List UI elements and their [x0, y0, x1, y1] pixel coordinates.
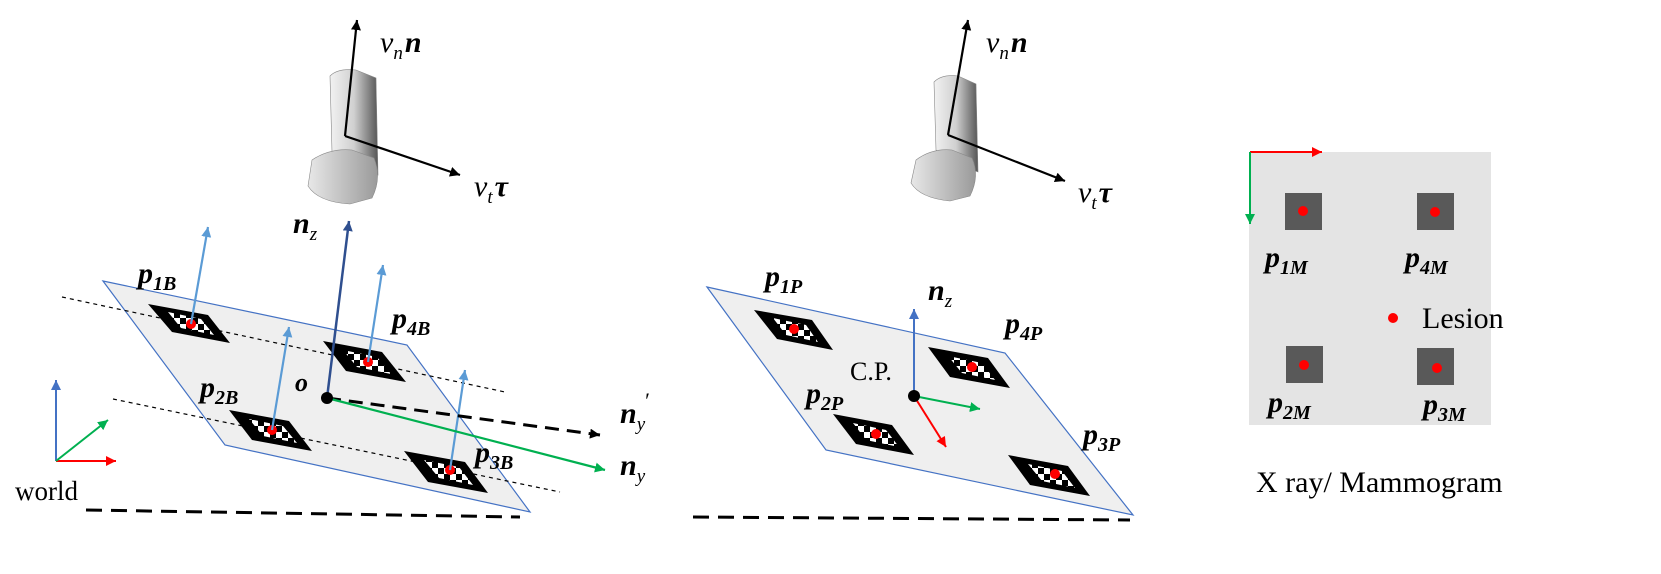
ny-prime-arrow: [326, 396, 601, 439]
marker-dot: [1050, 469, 1060, 479]
middle-panel: vnn vtτ nz C.P. p1P p2P p3P p4P: [692, 19, 1135, 522]
normal-arrow-4b: [366, 264, 387, 363]
label-p4p: p4P: [1002, 307, 1043, 345]
label-nz: nz: [928, 274, 953, 312]
marker-dot: [1430, 207, 1440, 217]
marker-dot: [1298, 206, 1308, 216]
velocity-tangent-arrow: [947, 133, 1066, 183]
marker-dot: [967, 362, 977, 372]
label-origin: o: [295, 368, 308, 397]
label-p2b: p2B: [197, 371, 238, 409]
label-velocity-normal: vnn: [380, 26, 422, 64]
nz-arrow: [325, 220, 353, 399]
guide-line-upper: [61, 296, 506, 393]
fiducial-marker-1p: [754, 310, 833, 350]
label-world: world: [15, 476, 78, 506]
label-p2p: p2P: [803, 377, 844, 415]
label-cp: C.P.: [850, 357, 892, 386]
label-p1m: p1M: [1262, 241, 1309, 279]
label-p4b: p4B: [389, 302, 430, 340]
label-p1b: p1B: [135, 257, 176, 295]
origin-point: [321, 392, 333, 404]
label-velocity-tangent: vtτ: [1078, 176, 1114, 214]
probe-left: [307, 69, 379, 205]
velocity-tangent-arrow: [344, 134, 461, 177]
label-ny-prime: ny′: [620, 388, 650, 435]
velocity-normal-arrow: [946, 19, 972, 136]
label-p3m: p3M: [1420, 388, 1467, 426]
fiducial-marker-2p: [833, 414, 914, 455]
label-p3p: p3P: [1080, 418, 1121, 456]
right-panel: Lesion p1M p2M p3M p4M X ray/ Mammogram: [1245, 147, 1504, 499]
fiducial-marker-3p: [1008, 455, 1090, 496]
mammogram-marker-1m: [1285, 193, 1322, 230]
marker-dot: [1432, 363, 1442, 373]
normal-arrow-3b: [448, 369, 469, 471]
label-velocity-normal: vnn: [986, 26, 1028, 64]
world-y-axis: [55, 419, 109, 462]
marker-dot: [789, 324, 799, 334]
normal-arrow-1b: [189, 226, 212, 325]
label-p2m: p2M: [1265, 386, 1312, 424]
label-velocity-tangent: vtτ: [474, 170, 510, 208]
label-lesion: Lesion: [1422, 302, 1504, 335]
fiducial-marker-4p: [928, 347, 1010, 388]
ground-line: [85, 508, 521, 519]
caption-mammogram: X ray/ Mammogram: [1256, 466, 1503, 499]
contact-point: [908, 390, 920, 402]
mammogram-marker-2m: [1286, 346, 1323, 383]
probe-middle: [910, 75, 979, 202]
label-ny: ny: [620, 449, 646, 487]
ny-arrow: [326, 396, 606, 473]
label-p3b: p3B: [472, 436, 513, 474]
left-panel: vnn vtτ nz o ny′ ny world p1B p2B p3B p4…: [15, 19, 650, 519]
cp-x-arrow: [913, 395, 947, 448]
label-nz: nz: [293, 207, 318, 245]
marker-dot: [871, 429, 881, 439]
ground-line: [692, 515, 1131, 522]
mammogram-image: [1249, 152, 1491, 425]
mammogram-marker-4m: [1417, 193, 1454, 230]
label-p4m: p4M: [1402, 241, 1449, 279]
marker-dot: [1299, 360, 1309, 370]
label-p1p: p1P: [762, 260, 803, 298]
cp-y-arrow: [913, 395, 981, 412]
lesion-dot: [1388, 313, 1398, 323]
normal-arrow-2b: [270, 326, 293, 431]
mammogram-marker-3m: [1417, 348, 1454, 385]
velocity-normal-arrow: [343, 19, 361, 137]
